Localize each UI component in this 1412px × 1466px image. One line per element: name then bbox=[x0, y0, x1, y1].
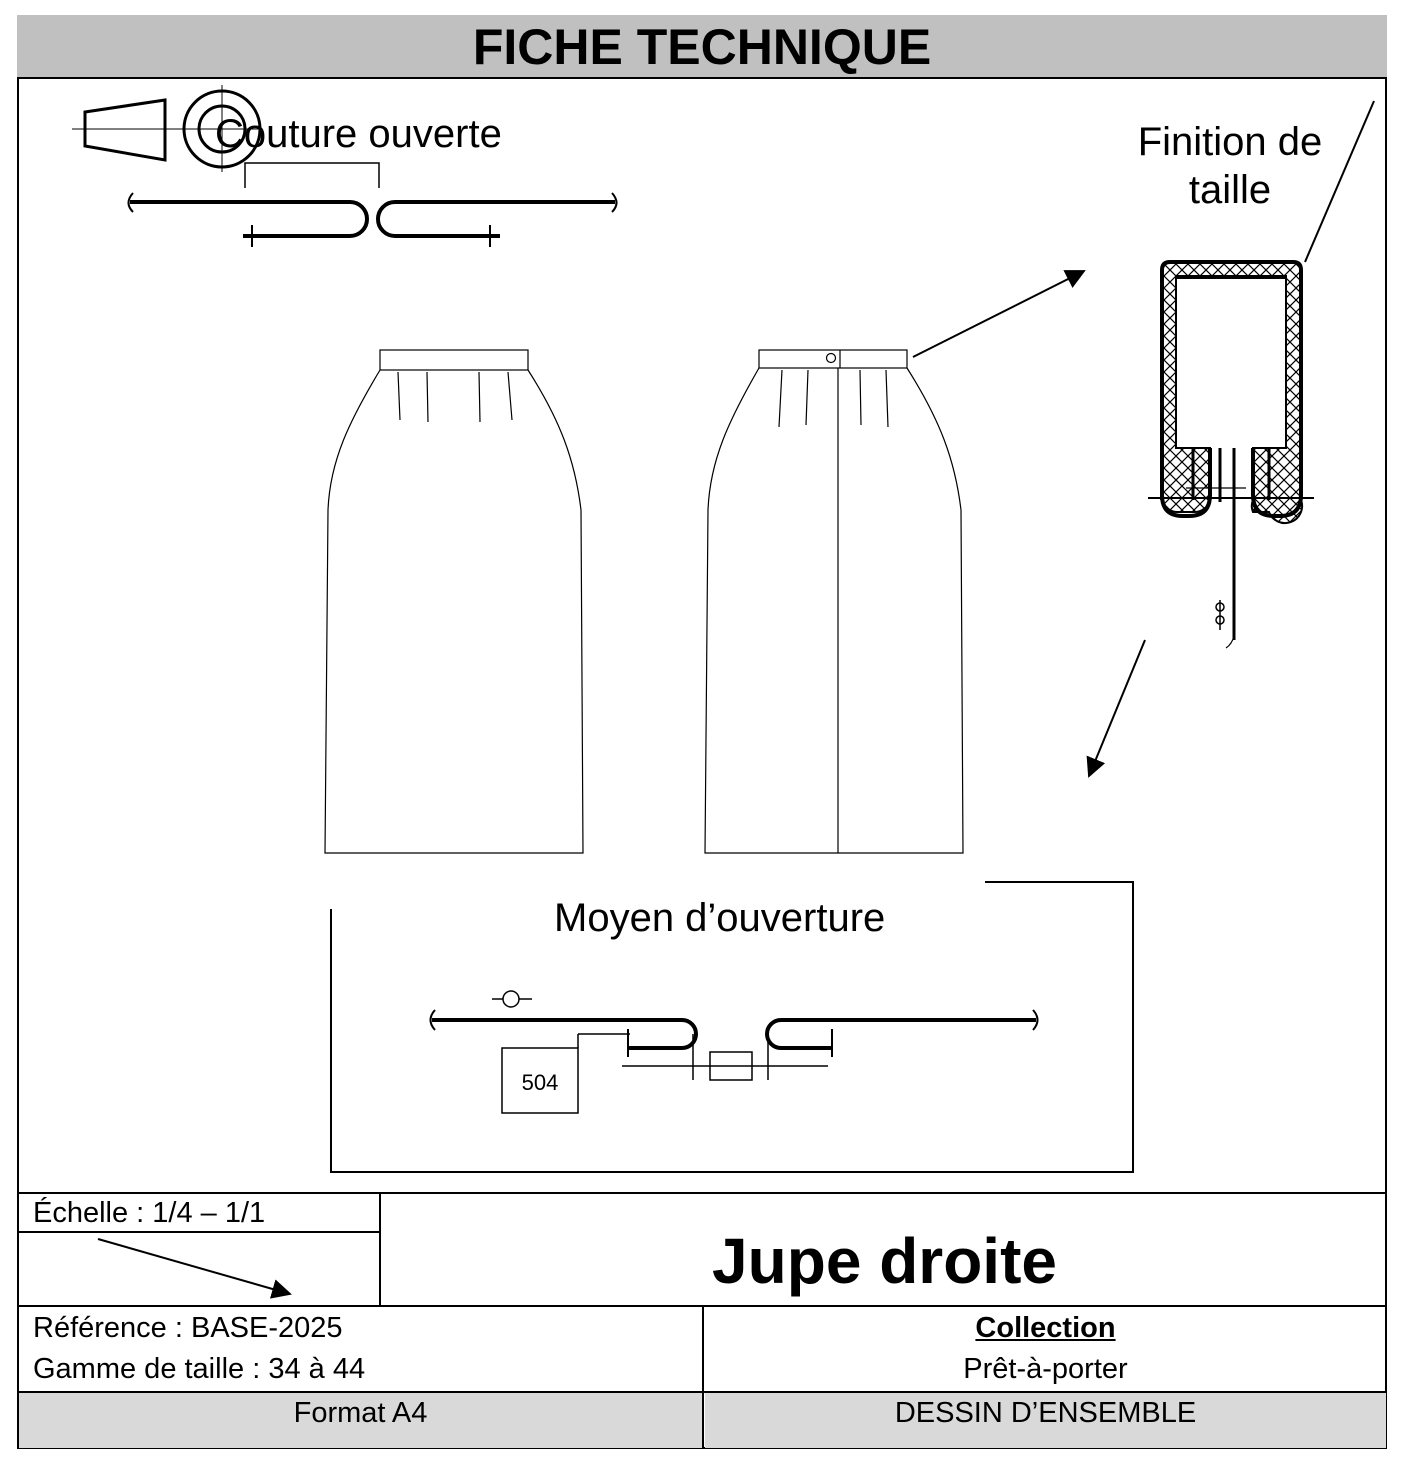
pointer-arrow bbox=[97, 1238, 292, 1299]
skirt-back-view bbox=[704, 349, 964, 854]
format-label: Format A4 bbox=[293, 1397, 428, 1429]
waistband-finish-detail bbox=[1148, 260, 1314, 649]
size-range-label: Gamme de taille : 34 à 44 bbox=[33, 1353, 366, 1385]
leader-line bbox=[1304, 100, 1375, 263]
title-block-grid bbox=[17, 1192, 1387, 1449]
zipper-opening-diagram bbox=[429, 990, 1039, 1114]
skirt-front-view bbox=[324, 349, 584, 854]
format-cell: Format A4 bbox=[19, 1393, 702, 1448]
projection-symbol-icon bbox=[72, 85, 262, 172]
open-seam-diagram bbox=[127, 162, 618, 247]
garment-name: Jupe droite bbox=[712, 1225, 1057, 1297]
collection-value: Prêt-à-porter bbox=[963, 1353, 1128, 1385]
drawing-type-label: DESSIN D’ENSEMBLE bbox=[894, 1397, 1197, 1429]
scale-label: Échelle : 1/4 – 1/1 bbox=[33, 1197, 266, 1229]
opening-method-label: Moyen d’ouverture bbox=[554, 896, 886, 940]
waist-finish-label-line2: taille bbox=[1188, 168, 1272, 212]
reference-label: Référence : BASE-2025 bbox=[33, 1312, 343, 1344]
page-title: FICHE TECHNIQUE bbox=[17, 15, 1387, 79]
open-seam-label: Couture ouverte bbox=[215, 112, 502, 156]
pointer-arrow bbox=[1086, 639, 1146, 778]
opening-detail-box bbox=[330, 881, 1134, 1173]
pointer-arrow bbox=[912, 270, 1086, 358]
drawing-type-cell: DESSIN D’ENSEMBLE bbox=[705, 1393, 1386, 1448]
waist-finish-label-line1: Finition de bbox=[1137, 120, 1323, 164]
stitch-code-label: 504 bbox=[522, 1070, 559, 1095]
collection-heading: Collection bbox=[975, 1312, 1116, 1344]
